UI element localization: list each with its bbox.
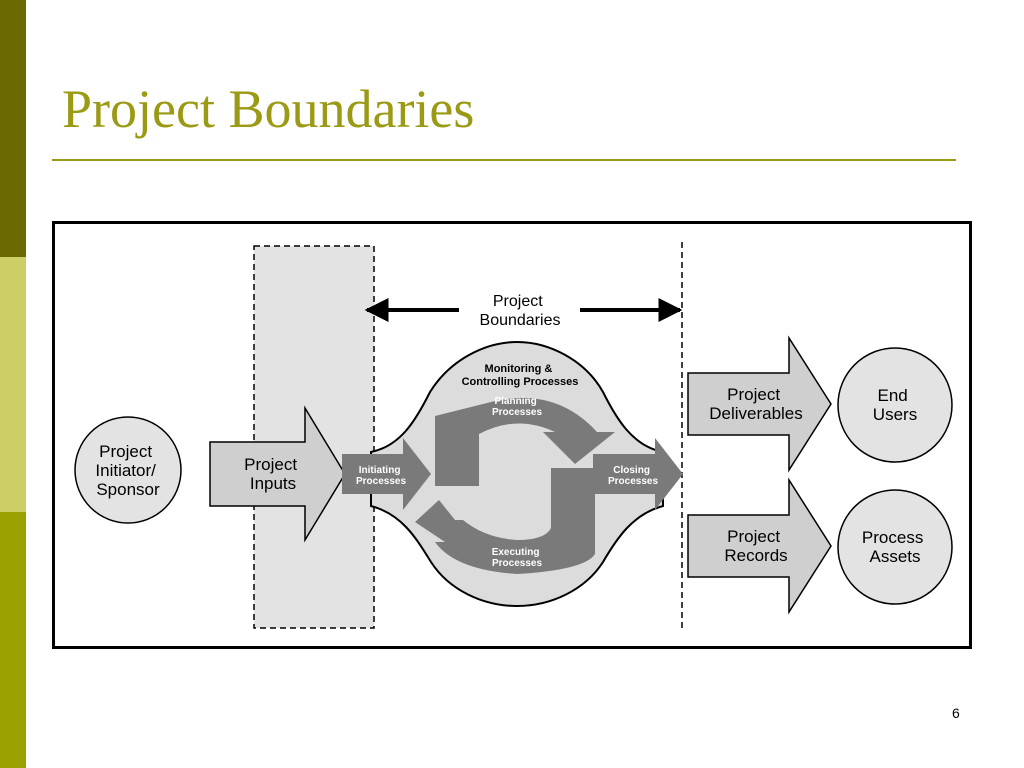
executing-arrow: [415, 468, 595, 574]
title-underline: [52, 159, 956, 161]
deliverables-label: Project Deliverables: [709, 385, 803, 423]
accent-bar-top: [0, 0, 26, 257]
executing-label: Executing Processes: [492, 547, 543, 569]
initiator-circle: [74, 416, 182, 524]
project-boundaries-diagram: Project Boundaries Project Initiator/ Sp…: [52, 221, 972, 649]
end-users-circle: [837, 347, 953, 463]
initiating-arrow: [342, 438, 431, 510]
process-assets-circle: [837, 489, 953, 605]
records-arrow: [687, 477, 832, 615]
monitoring-label: Monitoring & Controlling Processes: [462, 363, 579, 388]
accent-bar-middle: [0, 257, 26, 512]
boundary-label: Project Boundaries: [480, 293, 561, 329]
initiating-label: Initiating Processes: [356, 465, 406, 487]
closing-arrow: [593, 438, 683, 510]
records-label: Project Records: [724, 527, 787, 565]
initiator-label: Project Initiator/ Sponsor: [95, 442, 160, 499]
page-number: 6: [952, 705, 960, 721]
closing-label: Closing Processes: [608, 465, 658, 487]
end-users-label: End Users: [873, 386, 917, 424]
deliverables-arrow: [687, 335, 832, 473]
inputs-label: Project Inputs: [244, 455, 302, 493]
slide-title: Project Boundaries: [62, 79, 475, 139]
planning-arrow: [435, 397, 615, 486]
process-assets-label: Process Assets: [862, 528, 928, 566]
accent-bar-bottom: [0, 512, 26, 768]
planning-label: Planning Processes: [492, 396, 542, 418]
inputs-arrow: [209, 405, 346, 543]
diagram-canvas: Project Boundaries Project Initiator/ Sp…: [74, 242, 953, 629]
